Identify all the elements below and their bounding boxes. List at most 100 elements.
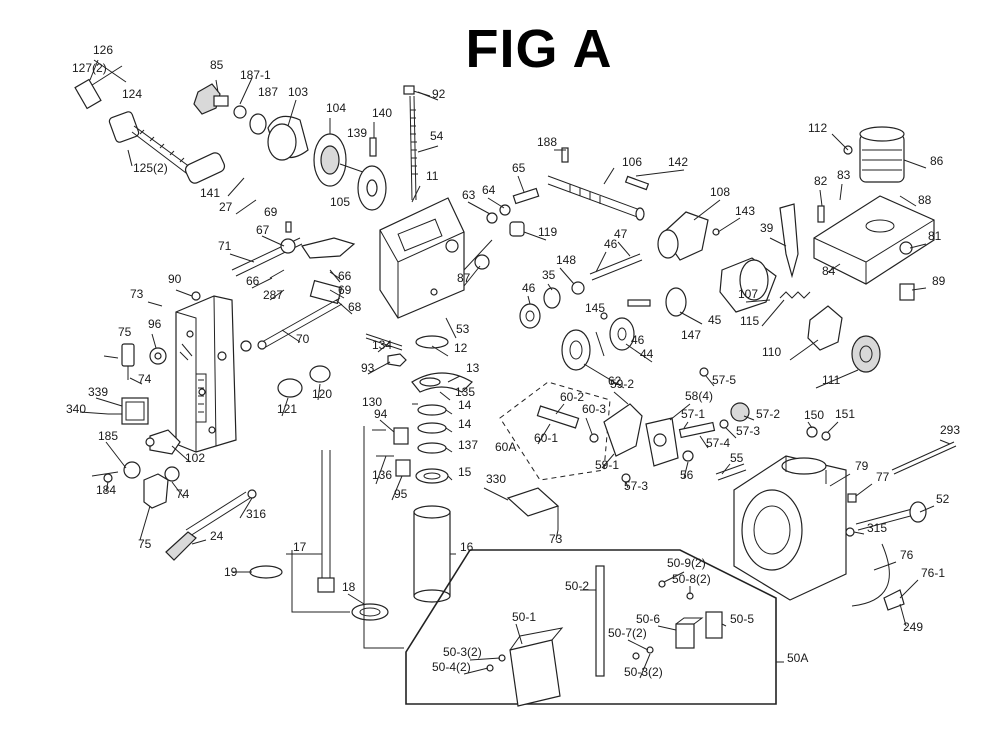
base-casting [733,426,957,611]
callout-124: 124 [122,87,142,101]
callout-330: 330 [486,472,506,486]
callout-90: 90 [168,272,182,286]
callout-70: 70 [296,332,310,346]
callout-120: 120 [312,387,332,401]
callout-45: 45 [708,313,722,327]
callout-50-3(2): 50-3(2) [624,665,663,679]
callout-108: 108 [710,185,730,199]
callout-16: 16 [460,540,474,554]
callout-73: 73 [549,532,563,546]
callout-50-5: 50-5 [730,612,754,626]
callout-12: 12 [454,341,468,355]
callout-137: 137 [458,438,478,452]
callout-57-3: 57-3 [736,424,760,438]
callout-96: 96 [148,317,162,331]
callout-50-2: 50-2 [565,579,589,593]
callout-140: 140 [372,106,392,120]
guard-330 [506,487,560,530]
callout-68: 68 [348,300,362,314]
switch-group [91,343,181,509]
callout-148: 148 [556,253,576,267]
callout-60A: 60A [495,440,516,454]
callout-134: 134 [372,338,392,352]
callout-143: 143 [735,204,755,218]
callout-142: 142 [668,155,688,169]
depth-stop-assembly [193,77,387,211]
callout-50-7(2): 50-7(2) [608,626,647,640]
callout-93: 93 [361,361,375,375]
callout-57-4: 57-4 [706,436,730,450]
callout-106: 106 [622,155,642,169]
callout-56: 56 [680,468,694,482]
callout-57-1: 57-1 [681,407,705,421]
shaft-106 [547,147,650,221]
callout-150: 150 [804,408,824,422]
callout-66: 66 [338,269,352,283]
callout-316: 316 [246,507,266,521]
callout-82: 82 [814,174,828,188]
callout-69: 69 [264,205,278,219]
callout-46: 46 [631,333,645,347]
callout-107: 107 [738,287,758,301]
callout-55: 55 [730,451,744,465]
callout-65: 65 [512,161,526,175]
callout-50-9(2): 50-9(2) [667,556,706,570]
callout-50-4(2): 50-4(2) [432,660,471,674]
callout-69: 69 [338,283,352,297]
callout-60-3: 60-3 [582,402,606,416]
callout-24: 24 [210,529,224,543]
callout-136: 136 [372,468,392,482]
callout-115: 115 [740,314,759,328]
callout-44: 44 [640,347,654,361]
callout-64: 64 [482,183,496,197]
inset-50A [405,549,784,707]
callout-47: 47 [614,227,628,241]
callout-79: 79 [855,459,869,473]
callout-111: 111 [822,373,841,387]
figure-title: FIG A [465,19,613,79]
callout-315: 315 [867,521,887,535]
callout-74: 74 [138,372,152,386]
callout-75: 75 [138,537,152,551]
callout-63: 63 [462,188,476,202]
callout-39: 39 [760,221,774,235]
callout-66: 66 [246,274,260,288]
callout-17: 17 [293,540,307,554]
callout-60-2: 60-2 [560,390,584,404]
callout-13: 13 [466,361,480,375]
callout-130: 130 [362,395,382,409]
callout-50A: 50A [787,651,808,665]
callout-60-1: 60-1 [534,431,558,445]
callout-84: 84 [822,264,836,278]
callout-139: 139 [347,126,367,140]
callout-81: 81 [928,229,942,243]
callout-50-8(2): 50-8(2) [672,572,711,586]
callout-119: 119 [538,225,557,239]
callout-126: 126 [93,43,113,57]
callout-339: 339 [88,385,108,399]
callout-92: 92 [432,87,446,101]
callout-102: 102 [185,451,205,465]
head-casting [379,185,465,319]
crank-assembly [74,59,226,184]
callout-19: 19 [224,565,238,579]
leader-lines [79,59,951,627]
shaft-47-group [519,211,720,329]
callout-57-2: 57-2 [756,407,780,421]
callout-50-1: 50-1 [512,610,536,624]
callout-184: 184 [96,483,116,497]
callout-86: 86 [930,154,944,168]
callout-18: 18 [342,580,356,594]
callout-53: 53 [456,322,470,336]
callout-340: 340 [66,402,86,416]
callout-67: 67 [256,223,270,237]
feed-lever-assembly [231,221,356,350]
callout-77: 77 [876,470,890,484]
callout-94: 94 [374,407,388,421]
callout-88: 88 [918,193,932,207]
callout-57-3: 57-3 [624,479,648,493]
callout-71: 71 [218,239,232,253]
callout-127(2): 127(2) [72,61,107,75]
